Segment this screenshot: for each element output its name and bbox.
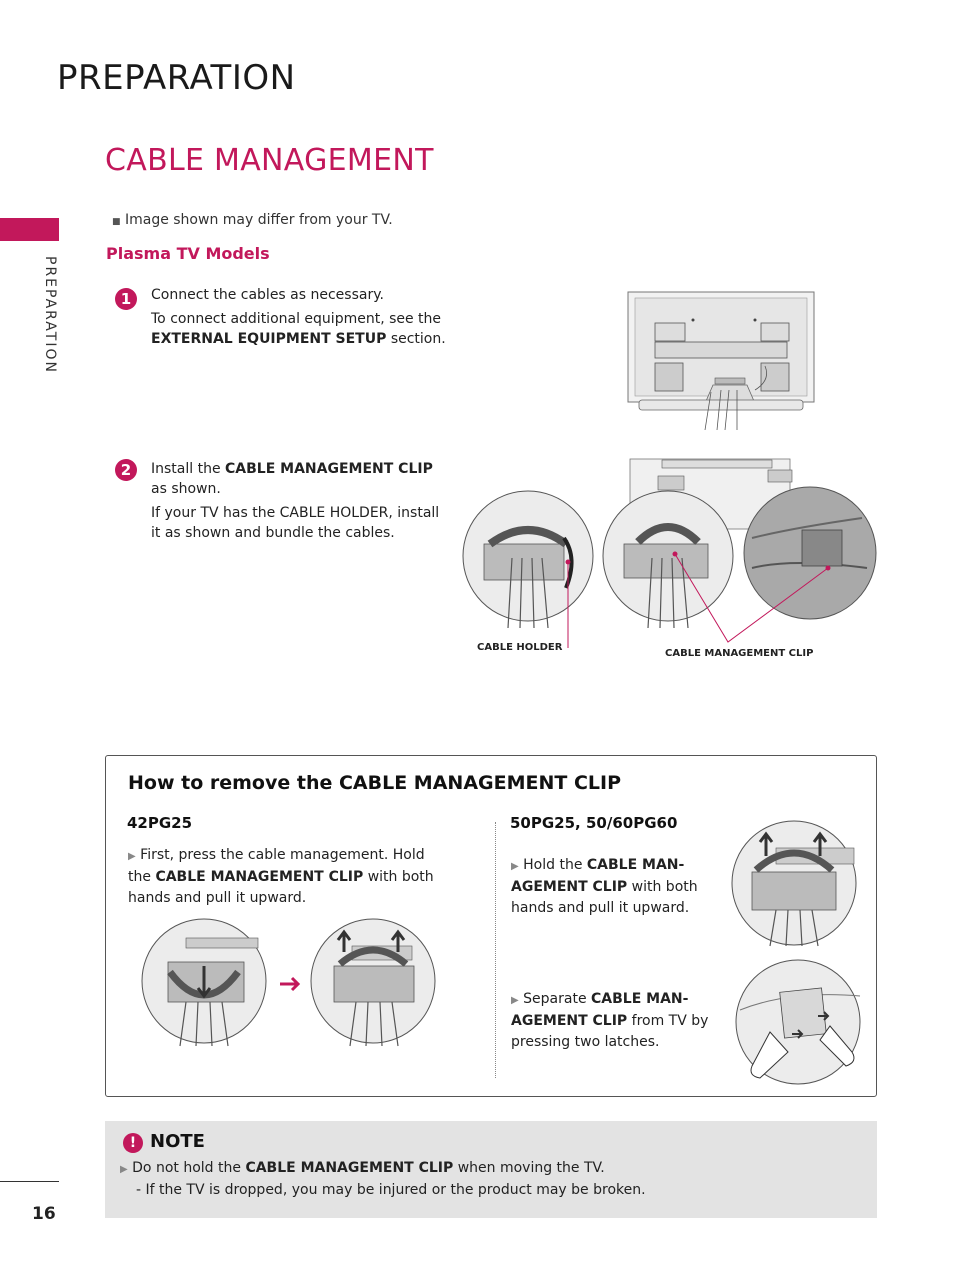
clip-install-illustration	[462, 458, 877, 648]
remove-42pg25-illustration	[141, 918, 436, 1047]
tv-back-illustration	[627, 291, 815, 431]
footer-rule	[0, 1181, 59, 1182]
step-1-badge: 1	[115, 288, 137, 310]
note-line-2: - If the TV is dropped, you may be injur…	[136, 1182, 646, 1198]
disclaimer-text: Image shown may differ from your TV.	[124, 212, 393, 228]
step-2-text: Install the CABLE MANAGEMENT CLIP as sho…	[151, 459, 451, 547]
side-section-label: PREPARATION	[42, 256, 58, 374]
side-tab-marker	[0, 218, 59, 241]
triangle-bullet-icon: ▶	[120, 1164, 128, 1175]
cable-clip-closeup	[602, 490, 734, 629]
triangle-bullet-icon: ▶	[128, 851, 136, 862]
step-2-line2: If your TV has the CABLE HOLDER, install…	[151, 505, 440, 541]
step-1-line2: To connect additional equipment, see the…	[151, 311, 446, 347]
model-50pg25-60pg60: 50PG25, 50/60PG60	[510, 814, 678, 832]
model-42pg25: 42PG25	[127, 814, 193, 832]
page-number: 16	[32, 1204, 56, 1224]
note-panel	[105, 1121, 877, 1218]
remove-50pg25-illustration	[731, 820, 861, 1085]
triangle-bullet-icon: ▶	[511, 861, 519, 872]
cable-clip-leader	[674, 553, 829, 643]
step-1-text: Connect the cables as necessary. To conn…	[151, 285, 451, 353]
clip-detail-closeup	[743, 486, 877, 620]
subheading-plasma: Plasma TV Models	[106, 244, 270, 263]
caption-cable-holder: CABLE HOLDER	[477, 642, 563, 653]
step-1-line1: Connect the cables as necessary.	[151, 287, 384, 303]
section-title: CABLE MANAGEMENT	[105, 143, 434, 178]
disclaimer: ■ Image shown may differ from your TV.	[112, 212, 393, 228]
arrow-right-icon	[280, 976, 301, 992]
note-title: NOTE	[150, 1131, 205, 1152]
note-line-1: ▶ Do not hold the CABLE MANAGEMENT CLIP …	[120, 1160, 605, 1176]
triangle-bullet-icon: ▶	[511, 995, 519, 1006]
exclamation-icon: !	[123, 1133, 143, 1153]
caption-cable-clip: CABLE MANAGEMENT CLIP	[665, 648, 814, 659]
cable-holder-closeup	[462, 490, 594, 629]
remove-clip-title: How to remove the CABLE MANAGEMENT CLIP	[128, 772, 622, 794]
remove-panel-divider	[495, 822, 496, 1078]
remove-right-text-a: ▶ Hold the CABLE MAN-AGEMENT CLIP with b…	[511, 857, 698, 916]
page-header: PREPARATION	[57, 58, 296, 98]
remove-left-text: ▶ First, press the cable management. Hol…	[128, 847, 434, 906]
step-2-line1: Install the CABLE MANAGEMENT CLIP as sho…	[151, 461, 433, 497]
step-2-badge: 2	[115, 459, 137, 481]
square-bullet-icon: ■	[112, 217, 121, 227]
note-text: ▶ Do not hold the CABLE MANAGEMENT CLIP …	[120, 1158, 646, 1201]
remove-clip-panel	[105, 755, 877, 1097]
remove-right-text-b: ▶ Separate CABLE MAN-AGEMENT CLIP from T…	[511, 991, 709, 1050]
